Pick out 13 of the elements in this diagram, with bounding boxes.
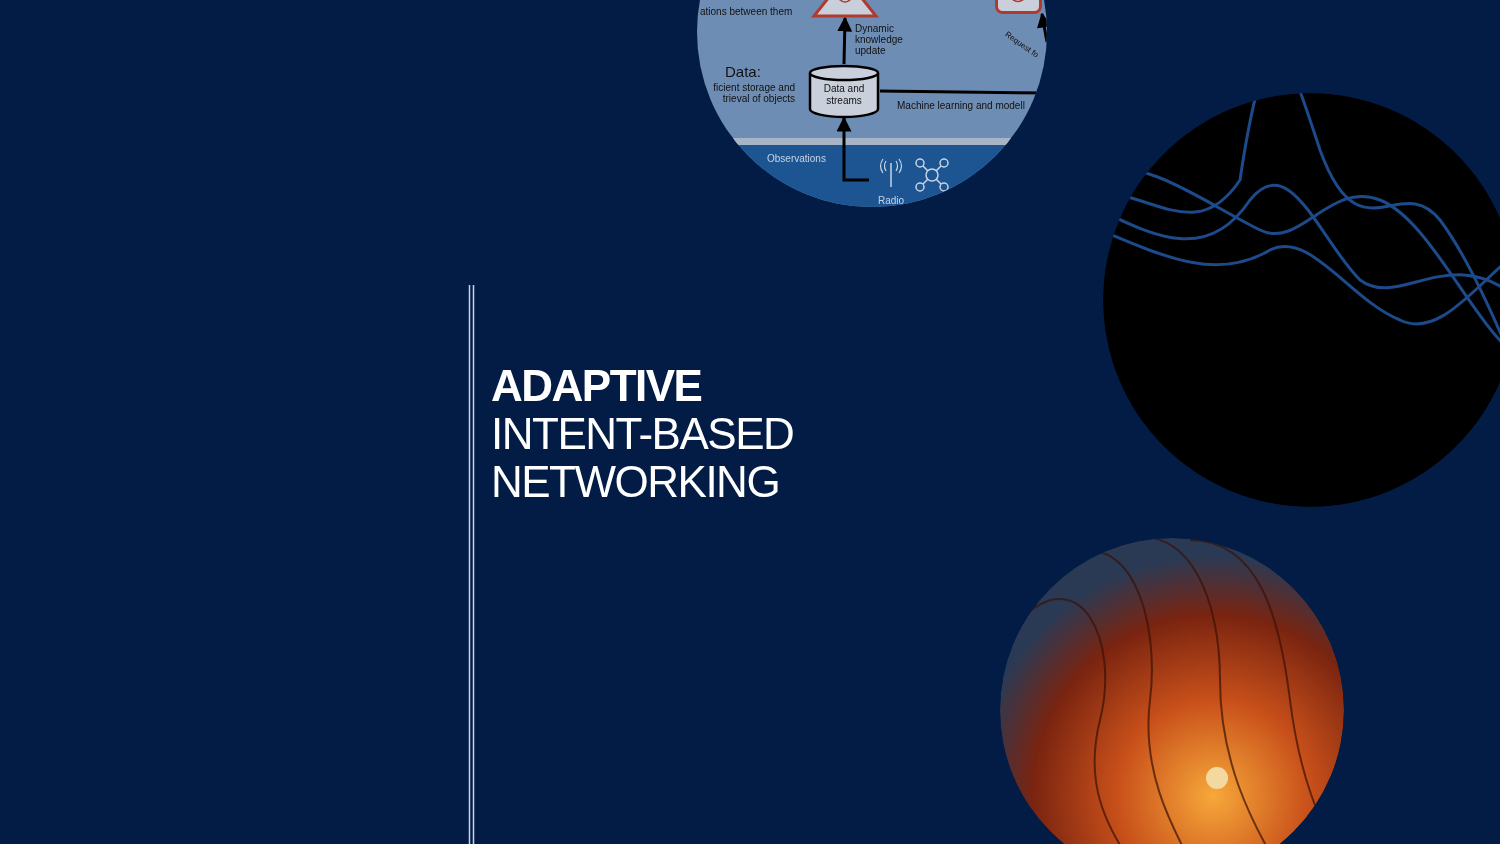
description-text: ations between them xyxy=(700,6,794,17)
edge-label: Machine learning and modell xyxy=(897,100,1026,111)
database-cylinder xyxy=(808,64,880,118)
arrow xyxy=(837,16,853,65)
section-heading: Data: xyxy=(725,64,762,80)
arrow xyxy=(1037,12,1047,43)
slide-title: ADAPTIVE INTENT-BASED NETWORKING xyxy=(491,362,795,506)
node-label: Radio xyxy=(876,195,906,207)
arrow xyxy=(836,116,869,182)
band-label: Observations xyxy=(767,153,827,164)
node-label: Data and streams xyxy=(822,83,866,107)
edge-label: Dynamic knowledge update xyxy=(855,23,904,56)
description-text: ficient storage and trieval of objects xyxy=(712,82,795,104)
